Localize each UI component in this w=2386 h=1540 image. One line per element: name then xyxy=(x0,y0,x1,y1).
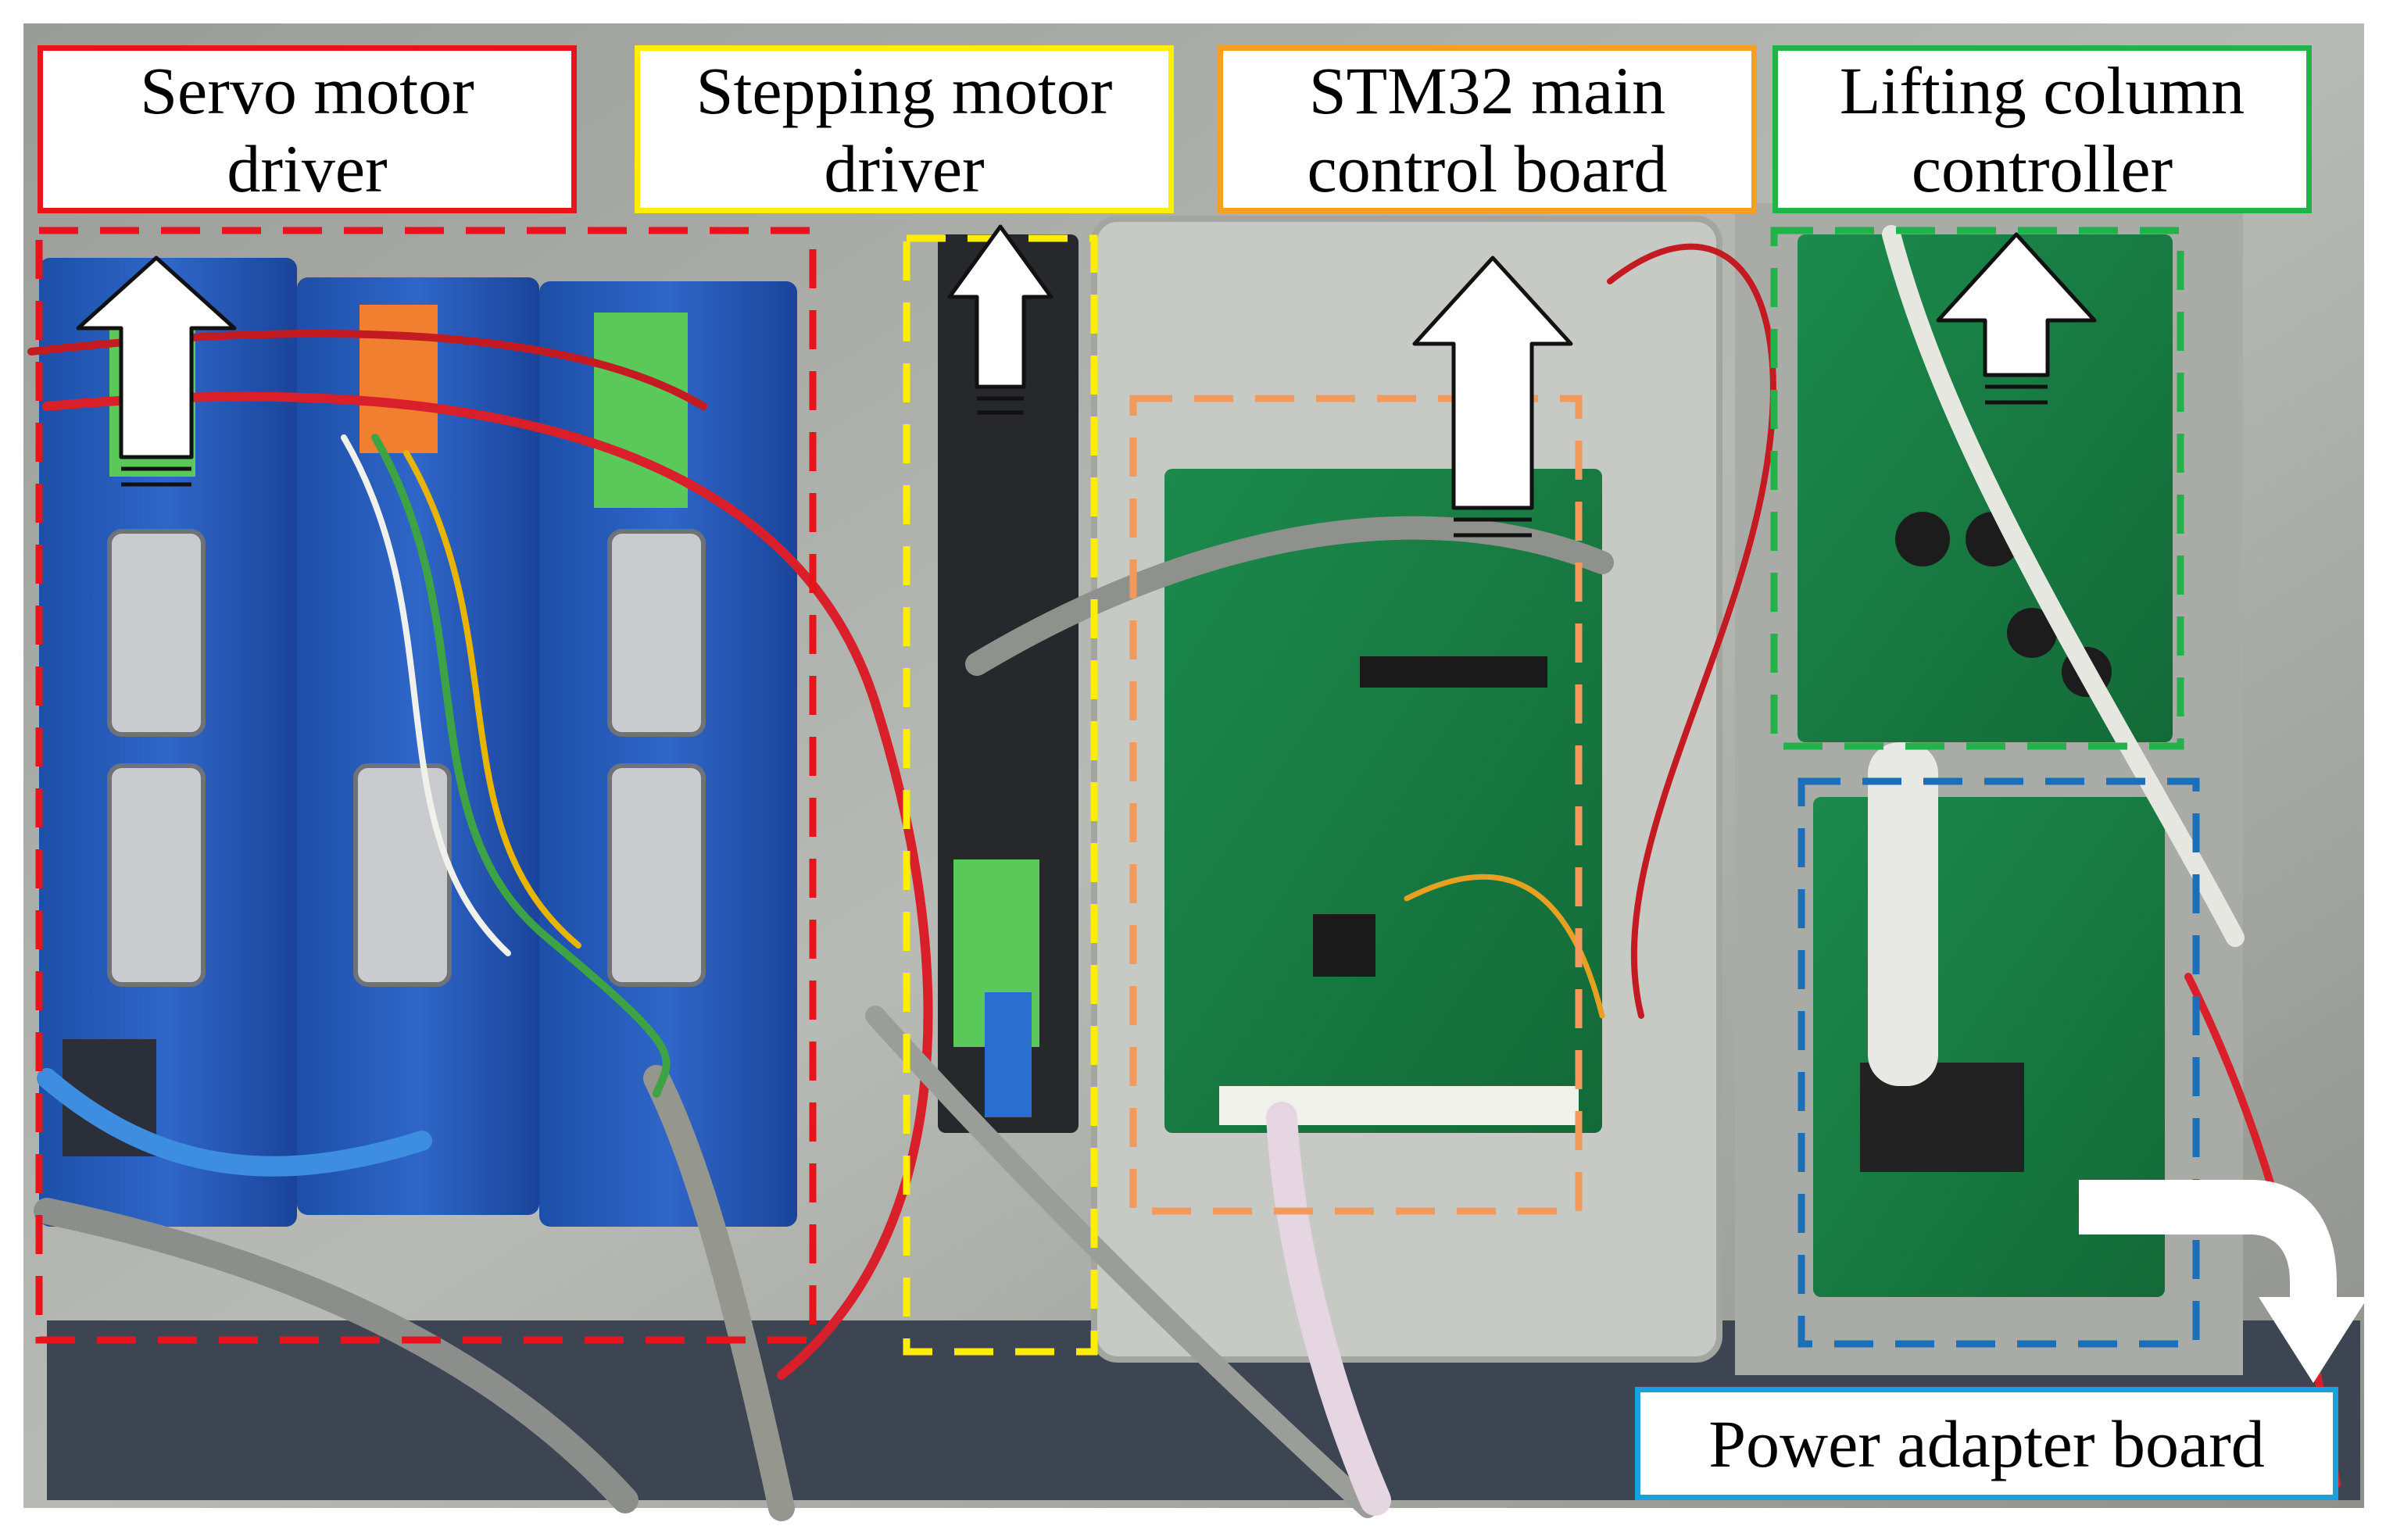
power-adapter-board-region xyxy=(1798,777,2200,1348)
stepper-label-line2: driver xyxy=(824,130,985,206)
servo-motor-driver-region xyxy=(35,227,817,1344)
stepper-arrow-icon xyxy=(947,224,1053,415)
stm32-pcb xyxy=(1164,469,1602,1133)
stm32-arrow-icon xyxy=(1412,255,1573,538)
power-arrow-icon xyxy=(2079,1180,2368,1383)
stm32-control-board-region xyxy=(1129,395,1583,1215)
blue-cable xyxy=(37,1068,432,1177)
capacitor-1 xyxy=(1895,512,1950,566)
lifting-arrow-icon xyxy=(1936,232,2097,405)
lifting-column-controller-region xyxy=(1770,227,2184,750)
servo-unit-1 xyxy=(39,258,297,1227)
white-cable-wrap xyxy=(1868,742,1938,1086)
orange-wire xyxy=(1404,874,1605,1019)
stm32-label-line1: STM32 main xyxy=(1308,52,1666,128)
white-wire xyxy=(341,434,511,956)
stepper-label-line1: Stepping motor xyxy=(696,52,1113,128)
twisted-wire-bundle xyxy=(371,434,671,1098)
gray-cable-3 xyxy=(965,516,1614,676)
red-wire-3 xyxy=(1607,243,1776,1019)
servo-label-line2: driver xyxy=(227,130,388,206)
gray-cable-1 xyxy=(34,1198,639,1513)
gray-cable-2 xyxy=(643,1065,795,1521)
lifting-column-controller-label: Lifting column controller xyxy=(1773,45,2312,213)
stepper-driver-unit xyxy=(938,234,1079,1133)
servo-connector-3 xyxy=(353,763,452,987)
red-wire-1 xyxy=(42,391,933,1380)
yellow-wire xyxy=(403,450,581,949)
servo-label-line1: Servo motor xyxy=(140,52,474,128)
stepper-blue-block xyxy=(985,992,1032,1117)
ribbon-cable xyxy=(1266,1102,1391,1516)
orange-terminal xyxy=(360,305,438,453)
lifting-label-line1: Lifting column xyxy=(1839,52,2245,128)
servo-arrow-icon xyxy=(76,255,237,487)
servo-driver-units xyxy=(39,258,797,1227)
servo-connector-5 xyxy=(607,763,706,987)
white-cable-right xyxy=(1882,225,2245,947)
wires xyxy=(27,225,2341,1521)
power-label-line1: Power adapter board xyxy=(1708,1406,2265,1481)
lifting-label-line2: controller xyxy=(1911,130,2173,206)
power-adapter-board-label: Power adapter board xyxy=(1635,1387,2338,1500)
servo-connector-2 xyxy=(107,763,206,987)
servo-connector-1 xyxy=(107,529,206,737)
capacitor-3 xyxy=(2007,608,2057,658)
servo-motor-driver-label: Servo motor driver xyxy=(38,45,577,213)
stepping-motor-driver-label: Stepping motor driver xyxy=(635,45,1174,213)
gray-cable-4 xyxy=(865,1006,1378,1518)
stm32-control-board-label: STM32 main control board xyxy=(1218,45,1757,213)
stm32-enclosure xyxy=(1091,216,1722,1363)
stm32-label-line2: control board xyxy=(1307,130,1668,206)
stm32-chip xyxy=(1313,914,1375,977)
stm32-header xyxy=(1360,656,1547,688)
servo-connector-4 xyxy=(607,529,706,737)
